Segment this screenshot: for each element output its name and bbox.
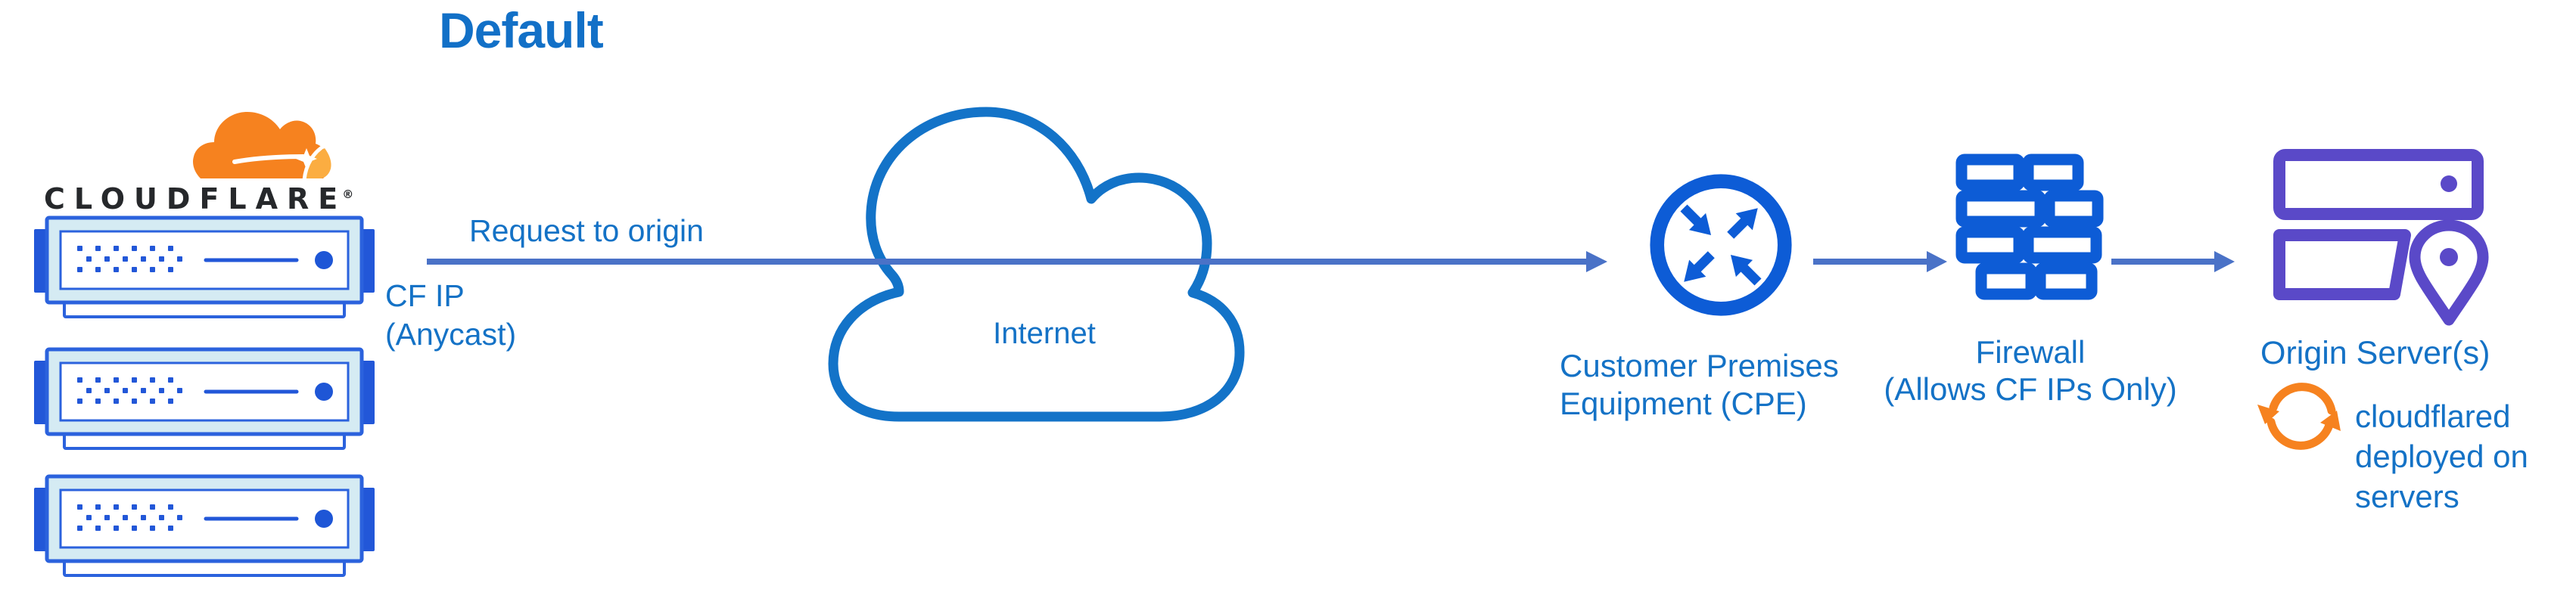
- cloudflare-cloud-icon: [193, 112, 331, 180]
- arrow-right-icon: [1813, 251, 1947, 272]
- server-icon: [30, 216, 378, 321]
- origin-servers-label: Origin Server(s): [2260, 335, 2490, 371]
- arrow-right-icon: [2111, 251, 2235, 272]
- sync-arrows-icon: [2257, 383, 2341, 450]
- server-icon: [30, 347, 378, 453]
- brick-wall-icon: [1955, 154, 2104, 300]
- cpe-label: Customer Premises Equipment (CPE): [1560, 348, 1839, 421]
- firewall-label: Firewall (Allows CF IPs Only): [1884, 334, 2177, 407]
- stacked-servers-icon: [2273, 149, 2489, 326]
- server-icon: [30, 474, 378, 580]
- cf-ip-anycast-label: CF IP (Anycast): [385, 278, 517, 352]
- request-to-origin-label: Request to origin: [469, 213, 704, 248]
- registered-mark: ®: [342, 188, 354, 202]
- cloudflared-label: cloudflared deployed on servers: [2355, 398, 2528, 514]
- internet-label: Internet: [993, 317, 1096, 350]
- cloudflare-wordmark: CLOUDFLARE®: [44, 182, 354, 216]
- location-pin-icon: [2409, 219, 2489, 326]
- page-title: Default: [439, 2, 604, 58]
- arrow-right-icon: [427, 251, 1607, 272]
- router-arrows-icon: [1650, 174, 1792, 316]
